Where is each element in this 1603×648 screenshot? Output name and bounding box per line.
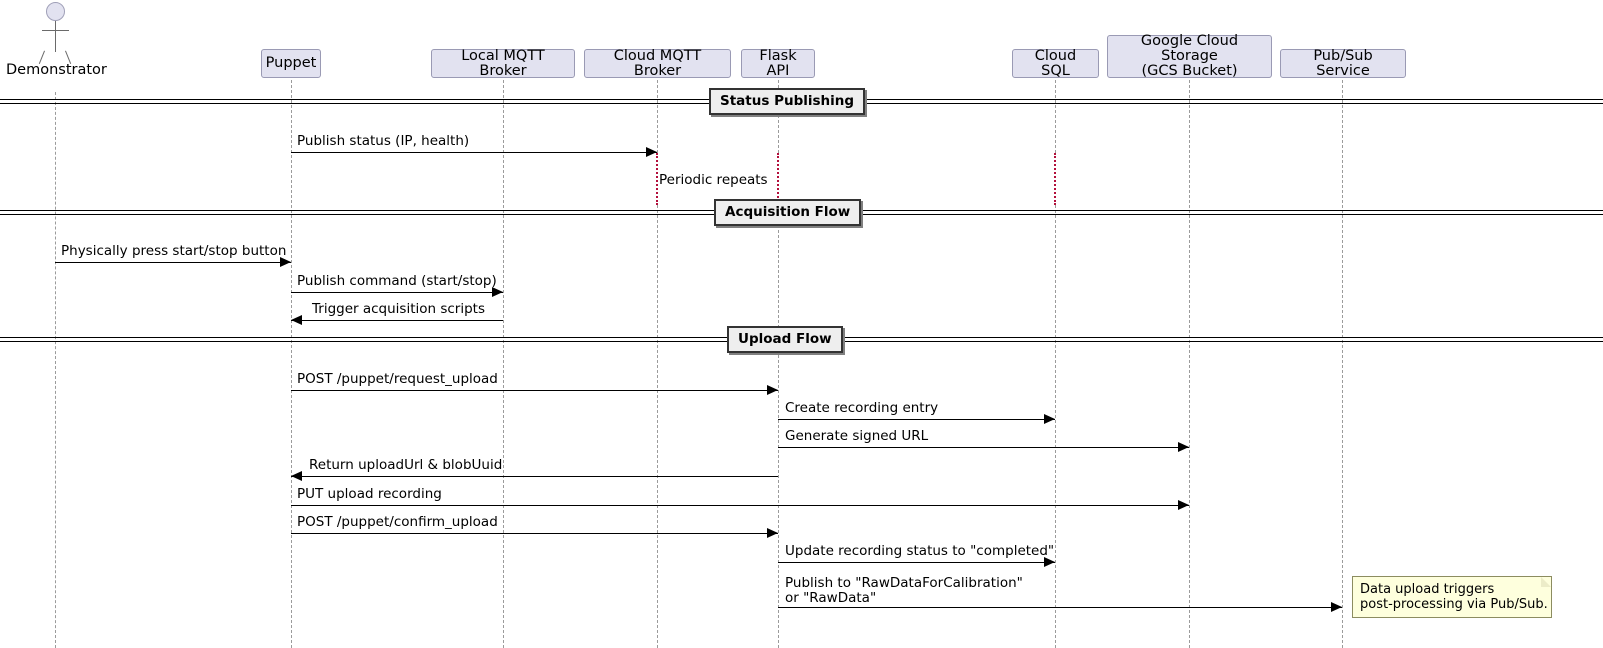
message-line-2 <box>291 292 503 293</box>
lifeline-cmqtt <box>656 153 658 205</box>
divider-title-2: Upload Flow <box>727 326 843 353</box>
divider-title-0: Status Publishing <box>709 88 866 115</box>
participant-flask[interactable]: Flask API <box>741 48 815 78</box>
message-label-6: Generate signed URL <box>785 428 929 444</box>
message-arrowhead-right-5 <box>1044 414 1055 424</box>
message-line-0 <box>291 152 657 153</box>
message-label-3: Trigger acquisition scripts <box>312 301 486 317</box>
actor-arms-icon <box>42 30 69 31</box>
message-label-2: Publish command (start/stop) <box>297 273 497 289</box>
message-line-7 <box>291 476 778 477</box>
lifeline-cmqtt <box>657 205 658 648</box>
lifeline-lmqtt <box>503 80 504 648</box>
participant-pubsub[interactable]: Pub/Sub Service <box>1280 48 1406 78</box>
message-line-10 <box>778 562 1055 563</box>
participant-lmqtt[interactable]: Local MQTT Broker <box>431 48 575 78</box>
message-line-4 <box>291 390 778 391</box>
participant-cmqtt[interactable]: Cloud MQTT Broker <box>584 48 731 78</box>
lifeline-puppet <box>291 80 292 648</box>
message-line-5 <box>778 419 1055 420</box>
message-label-0: Publish status (IP, health) <box>297 133 470 149</box>
participant-puppet[interactable]: Puppet <box>261 49 321 78</box>
message-label-9: POST /puppet/confirm_upload <box>297 514 498 530</box>
actor-label: Demonstrator <box>6 62 107 78</box>
message-arrowhead-right-0 <box>646 147 657 157</box>
participant-gcs[interactable]: Google Cloud Storage (GCS Bucket) <box>1107 34 1272 79</box>
lifeline-flask <box>778 80 779 153</box>
message-label-4: POST /puppet/request_upload <box>297 371 498 387</box>
lifeline-cmqtt <box>657 80 658 153</box>
participant-sql[interactable]: Cloud SQL <box>1012 48 1099 78</box>
message-arrowhead-right-10 <box>1044 557 1055 567</box>
message-line-1 <box>55 262 291 263</box>
message-arrowhead-right-6 <box>1178 442 1189 452</box>
message-arrowhead-right-8 <box>1178 500 1189 510</box>
note-fold-corner-icon <box>1541 577 1551 587</box>
message-label-1: Physically press start/stop button <box>61 243 287 259</box>
message-arrowhead-left-3 <box>291 315 302 325</box>
message-arrowhead-right-11 <box>1331 602 1342 612</box>
message-arrowhead-right-9 <box>767 528 778 538</box>
lifeline-sql <box>1055 205 1056 648</box>
message-label-10: Update recording status to "completed" <box>785 543 1055 559</box>
lifeline-flask <box>778 205 779 648</box>
message-arrowhead-right-1 <box>280 257 291 267</box>
lifeline-gcs <box>1189 80 1190 648</box>
lifeline-flask <box>777 153 779 205</box>
message-label-8: PUT upload recording <box>297 486 442 502</box>
actor-head-icon <box>46 2 65 21</box>
lifeline-actor <box>55 92 56 648</box>
message-label-11: Publish to "RawDataForCalibration" or "R… <box>785 575 1023 606</box>
note-0: Data upload triggers post-processing via… <box>1352 576 1552 618</box>
message-line-11 <box>778 607 1342 608</box>
actor-body-icon <box>55 21 56 52</box>
message-arrowhead-right-2 <box>492 287 503 297</box>
lifeline-pubsub <box>1342 80 1343 648</box>
lifeline-sql <box>1054 153 1056 205</box>
message-arrowhead-left-7 <box>291 471 302 481</box>
message-arrowhead-right-4 <box>767 385 778 395</box>
message-line-9 <box>291 533 778 534</box>
inline-note-0: Periodic repeats <box>659 172 768 188</box>
lifeline-sql <box>1055 80 1056 153</box>
message-line-6 <box>778 447 1189 448</box>
message-label-7: Return uploadUrl & blobUuid <box>309 457 503 473</box>
divider-title-1: Acquisition Flow <box>714 199 862 226</box>
message-line-3 <box>291 320 503 321</box>
message-line-8 <box>291 505 1189 506</box>
message-label-5: Create recording entry <box>785 400 939 416</box>
